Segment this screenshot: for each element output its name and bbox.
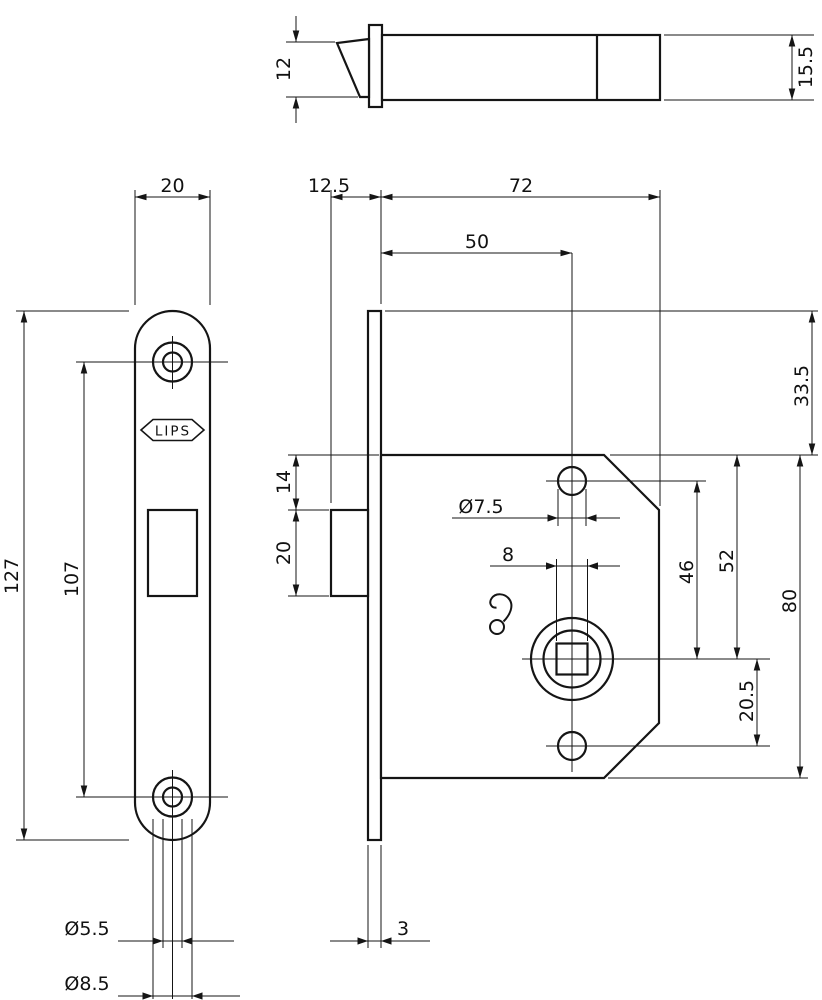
side-center-lines <box>522 253 770 772</box>
dim-label-screw-hole-spacing: 107 <box>61 561 83 597</box>
dim-label-faceplate-thickness: 3 <box>397 918 409 940</box>
dim-label-spindle-square: 8 <box>502 544 514 566</box>
dim-spindle-square: 8 <box>490 544 620 641</box>
brand-logo: LIPS <box>139 418 206 442</box>
latch-bolt-side <box>329 508 370 598</box>
arrowhead <box>192 992 203 1000</box>
dim-case-height: 80 <box>608 455 808 779</box>
case-outline <box>379 453 661 780</box>
dim-label-case-top-to-latch: 14 <box>273 470 295 494</box>
dim-latch-projection: 12.5 <box>308 175 382 503</box>
lock-body-section <box>380 33 662 102</box>
dim-label-latch-height-side: 20 <box>273 541 295 565</box>
dim-label-latch-height: 12 <box>273 57 295 81</box>
front-center-lines <box>76 336 228 999</box>
arrowhead <box>142 992 153 1000</box>
dim-case-top-to-latch: 14 <box>273 454 379 511</box>
dim-hole-to-spindle: 46 <box>676 481 701 659</box>
faceplate-section <box>367 23 384 109</box>
dim-faceplate-thickness: 3 <box>330 845 430 948</box>
dim-label-screw-hole-outer-dia: Ø8.5 <box>64 973 109 995</box>
key-hook-slot <box>489 593 513 635</box>
dim-label-screw-hole-inner-dia: Ø5.5 <box>64 918 109 940</box>
dim-case-depth: 72 <box>381 175 661 506</box>
arrowhead <box>381 937 392 945</box>
dim-label-hole-to-spindle: 46 <box>676 560 698 584</box>
arrowhead <box>152 937 163 945</box>
dim-label-faceplate-length: 127 <box>1 558 23 594</box>
latch-top-view: 12 15.5 <box>273 16 817 123</box>
dim-label-fixing-hole-dia: Ø7.5 <box>458 496 503 518</box>
dim-label-case-depth: 72 <box>509 175 533 197</box>
faceplate-front-view: LIPS 20 127 107 <box>1 175 240 1000</box>
dim-screw-hole-spacing: 107 <box>61 362 88 797</box>
dim-backset: 50 <box>381 231 572 257</box>
dim-label-case-top-to-spindle: 52 <box>716 549 738 573</box>
dim-label-faceplate-top-offset: 33.5 <box>791 365 813 407</box>
dim-label-case-height: 80 <box>779 589 801 613</box>
lock-case-side-view: 12.5 72 50 33.5 80 52 46 <box>273 175 818 948</box>
dim-screw-hole-inner-dia: Ø5.5 <box>64 819 234 948</box>
dim-case-top-to-spindle: 52 <box>716 455 741 659</box>
dim-latch-height-side: 20 <box>273 510 329 597</box>
arrowhead <box>547 514 558 522</box>
dim-faceplate-length: 127 <box>1 310 129 841</box>
arrowhead <box>546 562 557 570</box>
brand-text: LIPS <box>155 424 191 440</box>
arrowhead <box>357 937 368 945</box>
latch-opening <box>146 508 199 598</box>
arrowhead <box>587 562 598 570</box>
dim-label-body-height: 15.5 <box>795 46 817 88</box>
dim-faceplate-top-offset: 33.5 <box>385 310 818 456</box>
dim-faceplate-width: 20 <box>134 175 211 305</box>
dim-label-backset: 50 <box>465 231 489 253</box>
faceplate-side <box>366 309 383 842</box>
dim-label-latch-projection: 12.5 <box>308 175 350 197</box>
arrowhead <box>586 514 597 522</box>
dim-label-spindle-to-bottom-hole: 20.5 <box>736 680 758 722</box>
dim-screw-hole-outer-dia: Ø8.5 <box>64 819 240 1000</box>
dim-body-height: 15.5 <box>664 34 817 101</box>
dim-latch-height: 12 <box>273 16 358 123</box>
latch-bolt-bevel <box>335 37 371 99</box>
logo-hexagon <box>139 418 206 442</box>
dim-spindle-to-bottom-hole: 20.5 <box>736 659 761 746</box>
dim-label-faceplate-width: 20 <box>160 175 184 197</box>
arrowhead <box>182 937 193 945</box>
dim-fixing-hole-dia: Ø7.5 <box>452 489 620 526</box>
